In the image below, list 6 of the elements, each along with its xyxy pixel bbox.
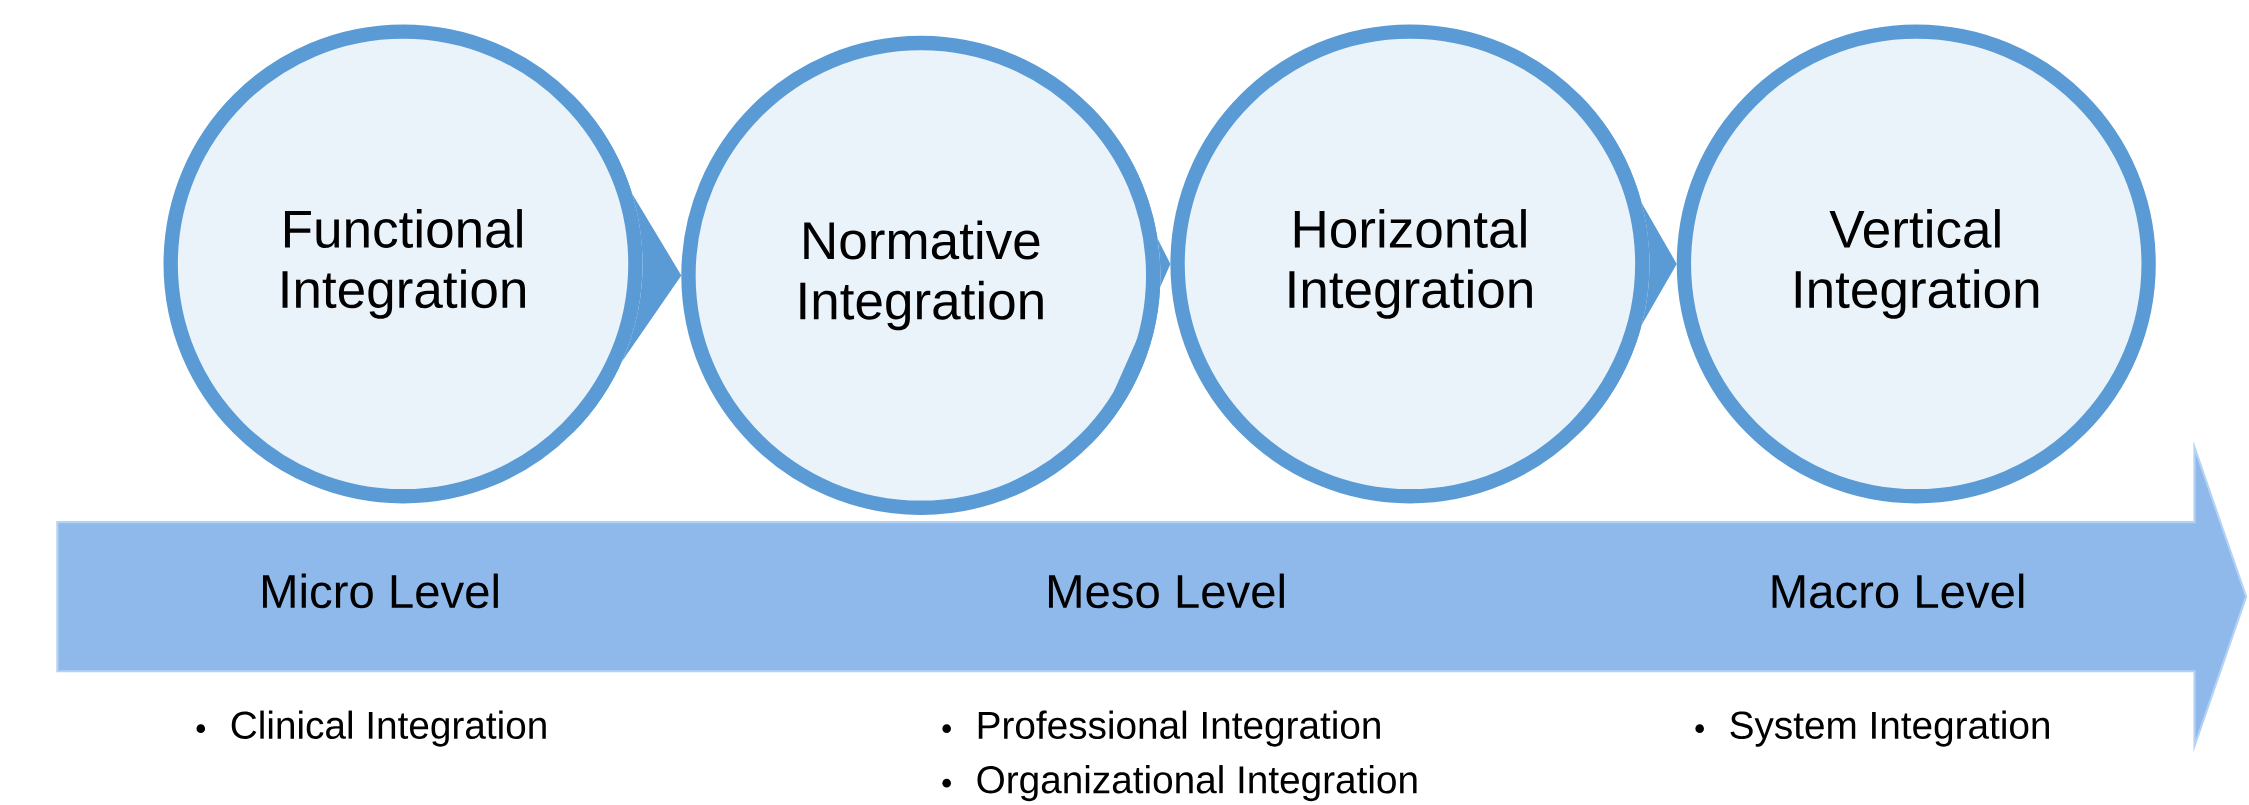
bullet-item: System Integration xyxy=(1730,710,2049,747)
bullet-item: Professional Integration xyxy=(978,710,1380,747)
pointer-arrow xyxy=(1090,106,1171,445)
pointer-arrow xyxy=(1579,94,1677,434)
pointer-arrow xyxy=(572,94,682,434)
bullet-item: Clinical Integration xyxy=(231,710,546,747)
